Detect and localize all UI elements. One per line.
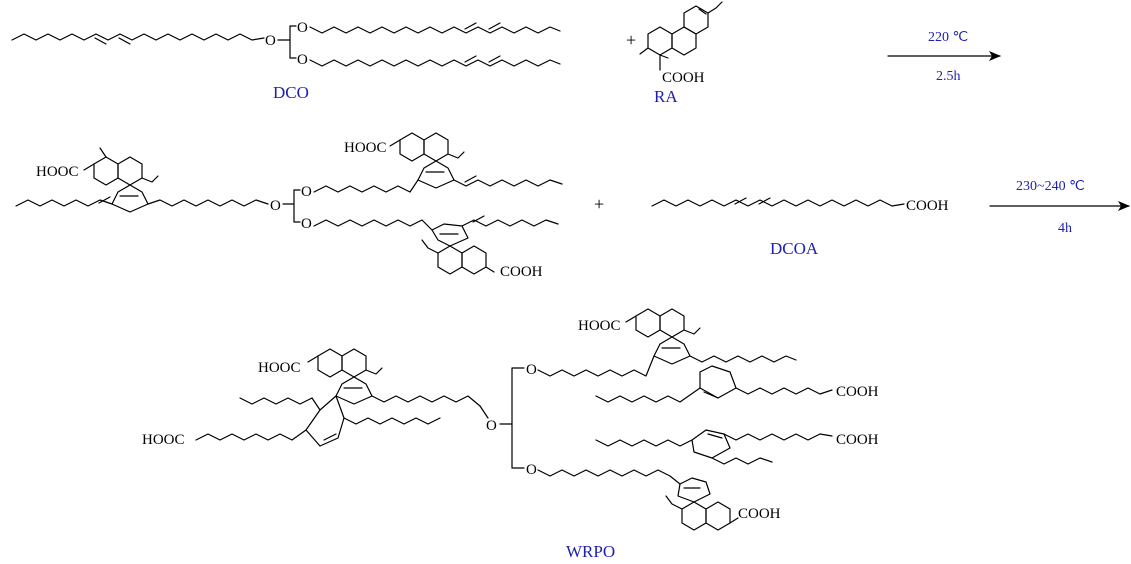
- adduct-top-hooc: HOOC: [344, 140, 387, 156]
- adduct-ether-o: O: [270, 198, 281, 214]
- dco-ether-o: O: [265, 33, 276, 49]
- wrpo-bottom-chain: [537, 469, 681, 485]
- wrpo-bottom-hooc: HOOC: [142, 432, 185, 448]
- adduct-top-chain: [313, 179, 419, 193]
- dco-glycerol-bracket: [277, 25, 297, 59]
- arrow2-temperature: 230~240 ℃: [1016, 179, 1085, 194]
- dco-chain-bottom: [309, 59, 561, 67]
- arrow1-time: 2.5h: [936, 69, 961, 84]
- dco-label: DCO: [273, 83, 309, 102]
- plus-sign-1: +: [626, 30, 636, 50]
- wrpo-top-chain: [537, 355, 655, 377]
- wrpo-ester-o-bottom: O: [526, 462, 537, 478]
- wrpo-bottom-cooh: COOH: [738, 506, 781, 522]
- wrpo-right-cooh-1: COOH: [836, 384, 879, 400]
- dcoa-cooh: COOH: [906, 198, 949, 214]
- dco-ester-o-bottom: O: [297, 52, 308, 68]
- wrpo-structure: HOOC HOOC O O O HOOC COOH C: [142, 308, 879, 531]
- arrow1-temperature: 220 ℃: [928, 30, 968, 45]
- wrpo-label: WRPO: [566, 542, 615, 561]
- adduct-left-chain: [15, 199, 113, 207]
- wrpo-ether-o: O: [486, 418, 497, 434]
- dco-chain-left: [11, 33, 265, 41]
- dcoa-structure: COOH: [651, 197, 949, 214]
- ra-label: RA: [654, 87, 678, 106]
- adduct-bottom-chain: [313, 219, 433, 231]
- dcoa-label: DCOA: [770, 239, 819, 258]
- plus-sign-2: +: [594, 194, 604, 214]
- arrow2-time: 4h: [1058, 221, 1072, 236]
- ra-structure: COOH: [639, 1, 723, 86]
- dcoa-chain: [651, 199, 905, 207]
- wrpo-right-cooh-2: COOH: [836, 432, 879, 448]
- adduct-structure: HOOC O O O HOOC COOH: [15, 132, 563, 280]
- wrpo-left-chain: [195, 429, 307, 441]
- dco-chain-top: [309, 26, 561, 34]
- adduct-bottom-cooh: COOH: [500, 264, 543, 280]
- adduct-left-hooc: HOOC: [36, 164, 79, 180]
- wrpo-top-hooc: HOOC: [578, 318, 621, 334]
- adduct-ester-o-bottom: O: [301, 216, 312, 232]
- dco-ester-o-top: O: [297, 20, 308, 36]
- wrpo-ester-o-top: O: [526, 362, 537, 378]
- ra-cooh: COOH: [662, 70, 705, 86]
- wrpo-left-hooc: HOOC: [258, 360, 301, 376]
- adduct-ester-o-top: O: [301, 184, 312, 200]
- dco-structure: O O O: [11, 20, 561, 68]
